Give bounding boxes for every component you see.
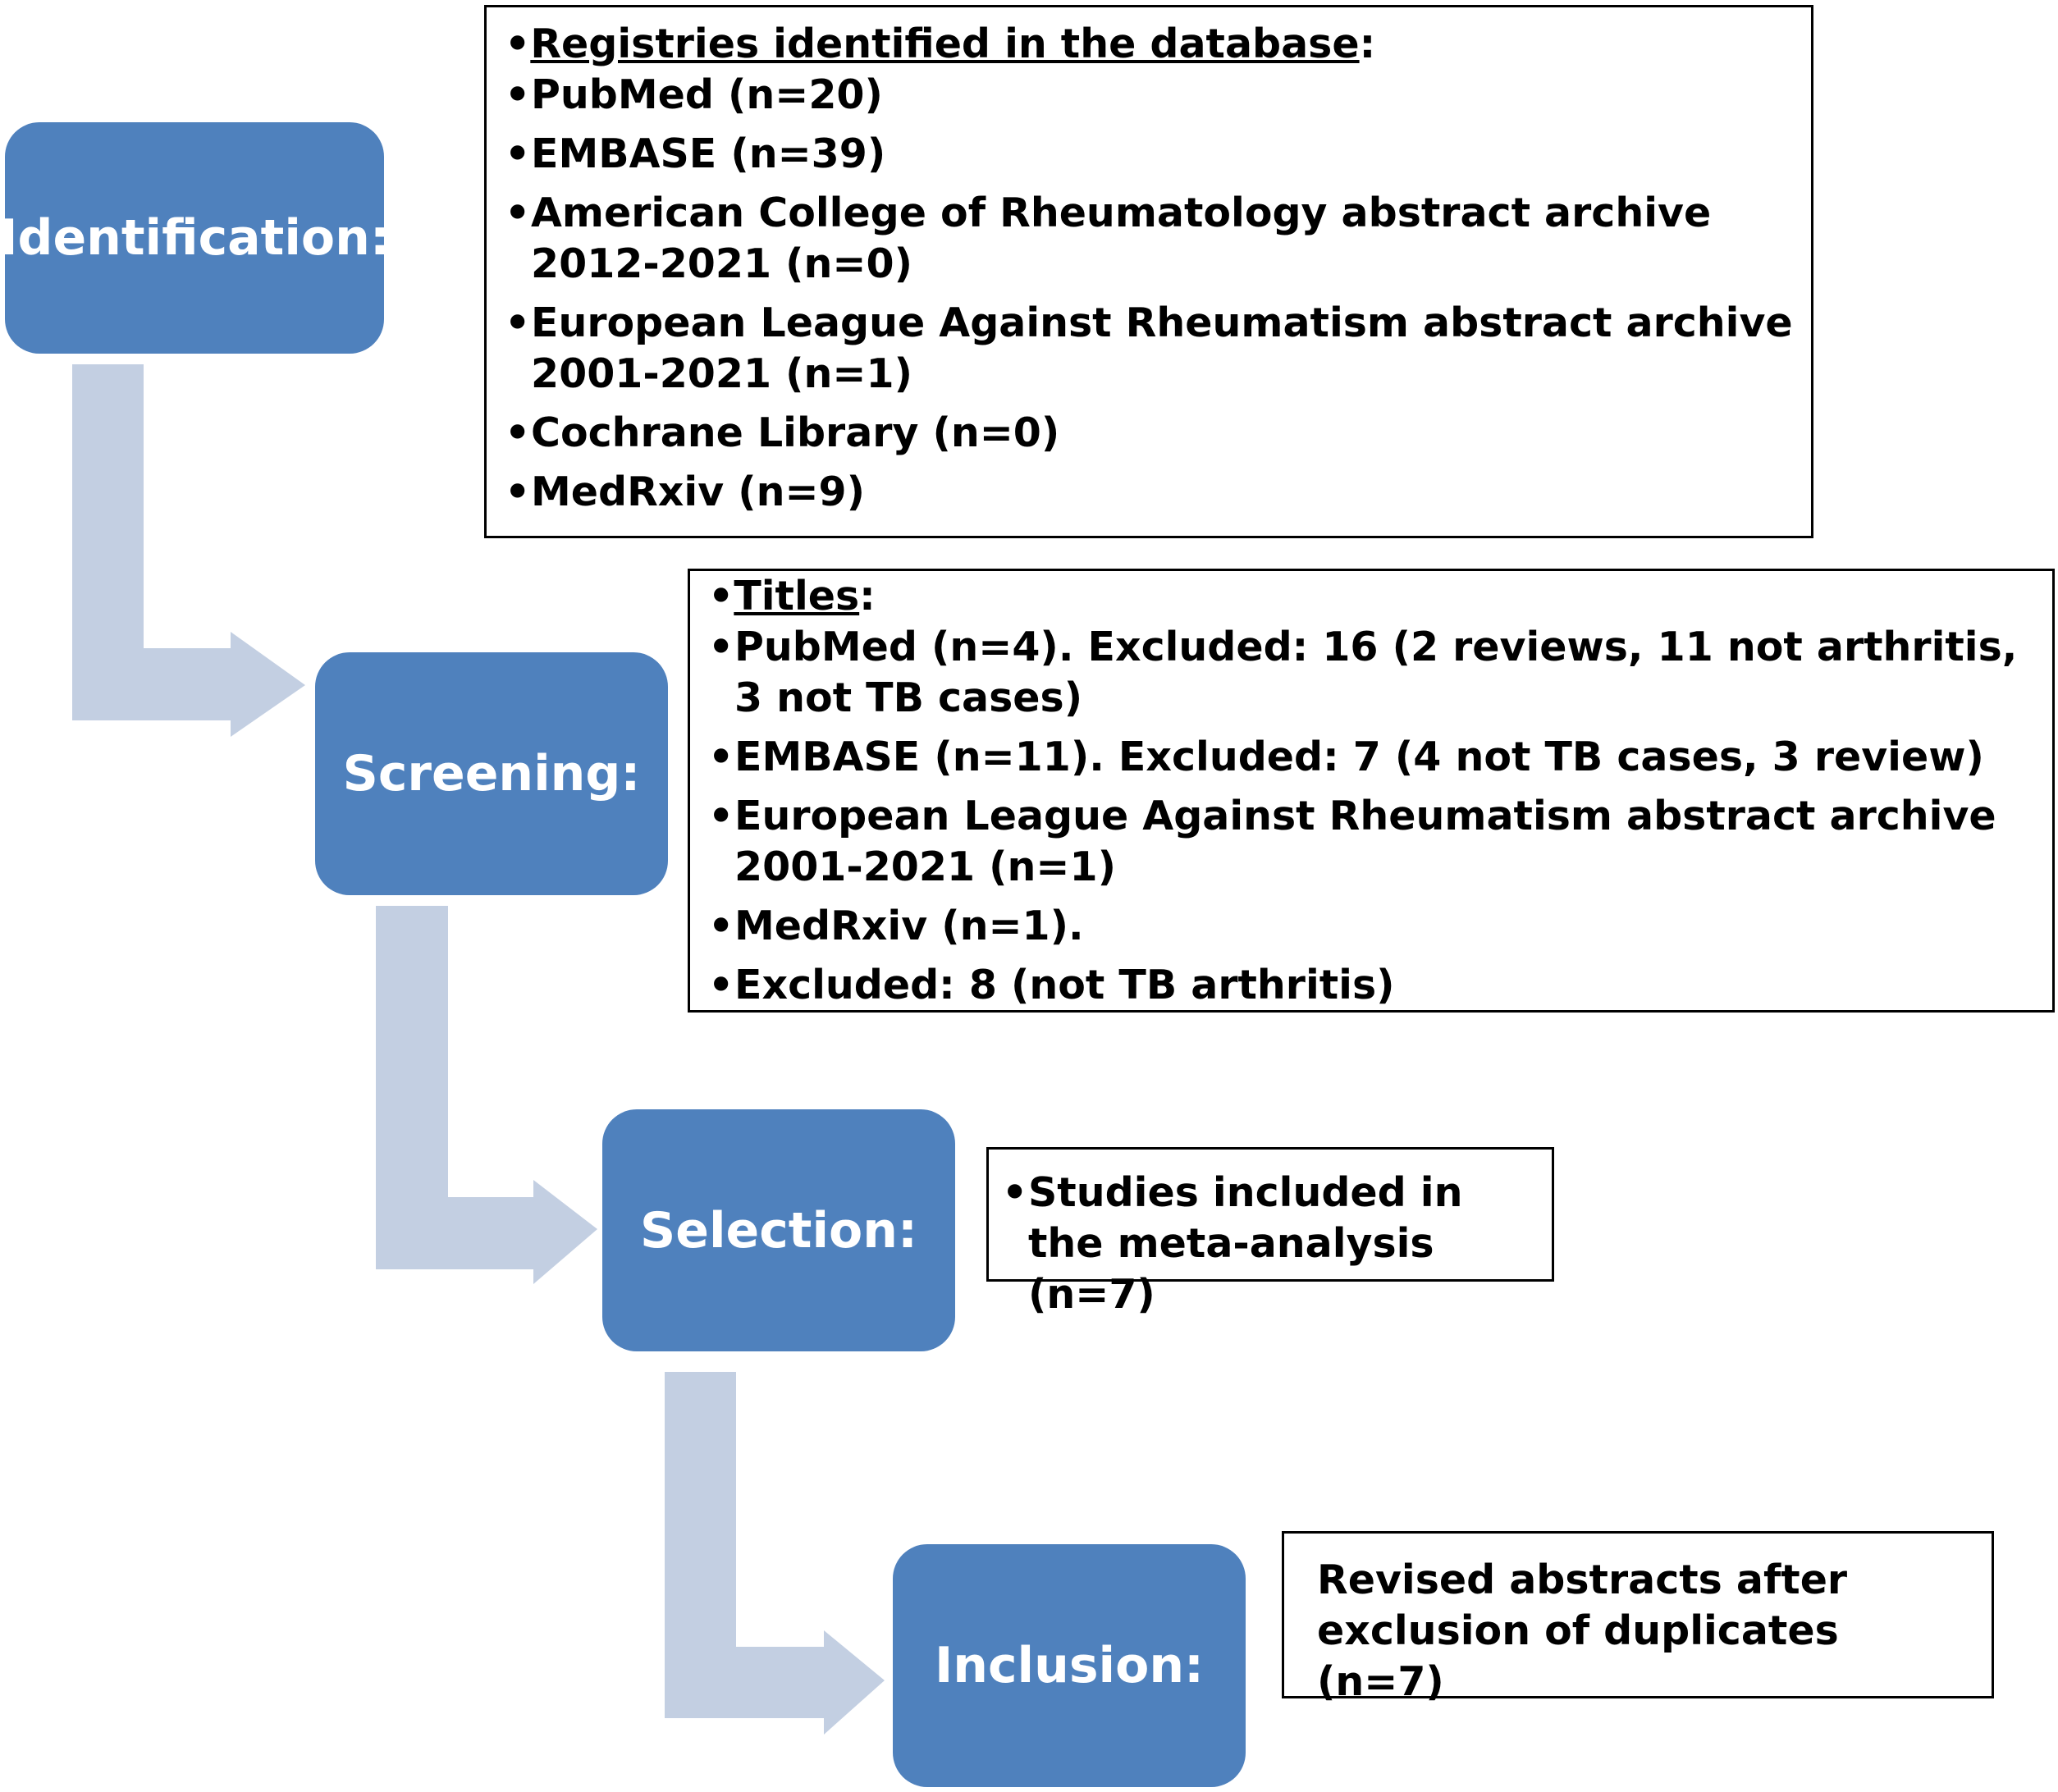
list-item: European League Against Rheumatism abstr… <box>702 791 2037 893</box>
titles-list: PubMed (n=4). Excluded: 16 (2 reviews, 1… <box>702 622 2037 1011</box>
stage-inclusion-label: Inclusion: <box>934 1637 1205 1694</box>
inclusion-text: Revised abstracts after exclusion of dup… <box>1317 1557 1848 1705</box>
titles-heading: •Titles: <box>708 573 876 619</box>
list-item: EMBASE (n=39) <box>498 129 1795 180</box>
selection-box: Studies included in the meta-analysis (n… <box>986 1147 1554 1318</box>
stage-inclusion: Inclusion: <box>893 1544 1246 1787</box>
list-item: Excluded: 8 (not TB arthritis) <box>702 960 2037 1011</box>
stage-selection: Selection: <box>602 1109 955 1351</box>
list-item: PubMed (n=20) <box>498 70 1795 121</box>
stage-identification: Identification: <box>0 122 390 354</box>
inclusion-box: Revised abstracts after exclusion of dup… <box>1282 1531 1994 1705</box>
list-item: Studies included in the meta-analysis (n… <box>995 1168 1539 1320</box>
stage-screening-label: Screening: <box>342 745 641 802</box>
registries-box: •Registries identified in the database: … <box>484 5 1813 538</box>
stage-screening: Screening: <box>315 652 668 895</box>
list-item: Cochrane Library (n=0) <box>498 408 1795 459</box>
list-item: PubMed (n=4). Excluded: 16 (2 reviews, 1… <box>702 622 2037 724</box>
list-item: EMBASE (n=11). Excluded: 7 (4 not TB cas… <box>702 732 2037 783</box>
registries-list: PubMed (n=20) EMBASE (n=39) American Col… <box>498 70 1795 518</box>
registries-heading: •Registries identified in the database: <box>505 21 1376 67</box>
stage-selection-label: Selection: <box>640 1201 917 1259</box>
stage-identification-label: Identification: <box>0 209 390 267</box>
selection-list: Studies included in the meta-analysis (n… <box>995 1168 1539 1320</box>
list-item: MedRxiv (n=9) <box>498 467 1795 518</box>
arrow-screening-to-selection <box>376 906 597 1284</box>
titles-box: •Titles: PubMed (n=4). Excluded: 16 (2 r… <box>688 569 2055 1013</box>
arrow-identification-to-screening <box>72 364 305 737</box>
arrow-selection-to-inclusion <box>665 1372 885 1735</box>
list-item: American College of Rheumatology abstrac… <box>498 188 1795 290</box>
list-item: European League Against Rheumatism abstr… <box>498 298 1795 400</box>
list-item: MedRxiv (n=1). <box>702 901 2037 952</box>
